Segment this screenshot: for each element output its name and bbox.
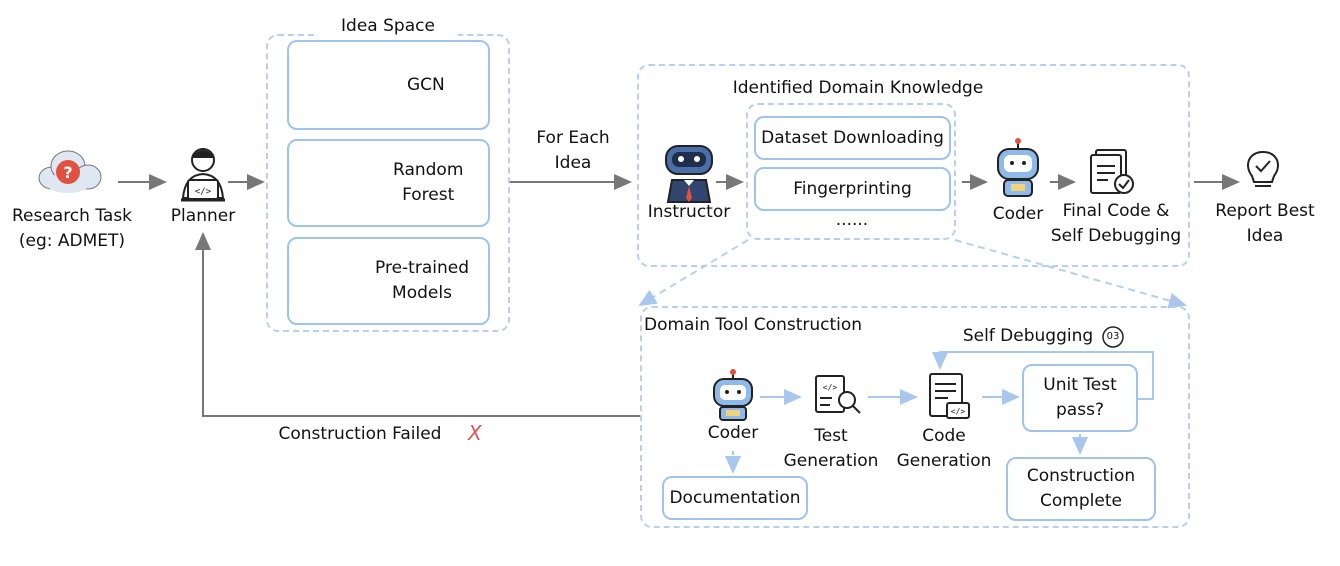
svg-text:</>: </> <box>823 383 838 392</box>
idea-gcn-label: GCN <box>407 74 445 95</box>
idea-pretrained-card[interactable]: Pre-trained Models <box>287 237 490 325</box>
domain-knowledge-container <box>637 64 1190 267</box>
loop-count-label: 03 <box>1106 331 1120 342</box>
coder-robot-icon <box>997 138 1039 197</box>
documentation-box[interactable]: Documentation <box>662 476 808 520</box>
for-each-idea-label: For Each Idea <box>536 128 610 173</box>
self-debug-loop <box>932 351 1154 400</box>
test-search-icon: </> <box>815 375 861 414</box>
dataset-downloading-label: Dataset Downloading <box>761 127 944 148</box>
documentation-label: Documentation <box>669 487 801 508</box>
construction-complete-label: Construction Complete <box>1026 466 1136 511</box>
instructor-robot-icon <box>665 145 713 203</box>
dataset-downloading-item[interactable]: Dataset Downloading <box>754 116 951 160</box>
idea-random-forest-card[interactable]: Random Forest <box>287 139 490 227</box>
code-generation-label: Code Generation <box>896 426 992 471</box>
idea-space-title: Idea Space <box>318 14 458 39</box>
knowledge-items-container <box>746 103 956 240</box>
lightbulb-icon <box>1247 150 1279 187</box>
document-check-icon <box>1090 149 1134 194</box>
idea-gcn-card[interactable]: GCN <box>287 40 490 130</box>
loop-count-icon <box>1102 326 1124 348</box>
svg-text:?: ? <box>63 163 72 182</box>
coder-label: Coder <box>992 204 1044 224</box>
svg-text:</>: </> <box>951 407 966 416</box>
question-cloud-icon: ? <box>38 150 102 193</box>
unit-test-check[interactable]: Unit Test pass? <box>1022 364 1138 432</box>
expand-line-right <box>954 239 1187 309</box>
test-generation-label: Test Generation <box>783 426 879 471</box>
llm-badge-label: LLMs <box>330 282 348 290</box>
tool-coder-label: Coder <box>707 423 759 443</box>
coder-robot-icon-small <box>713 369 753 421</box>
instructor-label: Instructor <box>647 202 731 222</box>
tool-construction-title: Domain Tool Construction <box>644 315 863 335</box>
research-task-label: Research Task (eg: ADMET) <box>11 206 133 251</box>
domain-knowledge-title: Identified Domain Knowledge <box>732 78 984 98</box>
construction-failed-label: Construction Failed <box>278 424 442 444</box>
tool-construction-container <box>640 306 1190 528</box>
idea-random-forest-label: Random Forest <box>393 160 464 205</box>
report-best-idea-label: Report Best Idea <box>1215 201 1315 246</box>
planner-icon: </> <box>181 148 225 202</box>
fingerprinting-label: Fingerprinting <box>793 178 912 199</box>
final-code-label: Final Code & Self Debugging <box>1050 201 1182 246</box>
more-items-ellipsis: ...... <box>835 210 869 230</box>
fingerprinting-item[interactable]: Fingerprinting <box>754 167 951 211</box>
arrow-failed-to-planner <box>195 232 640 417</box>
failed-cross-icon: X <box>468 421 482 445</box>
code-document-icon: </> <box>929 373 970 419</box>
unit-test-label: Unit Test pass? <box>1043 375 1117 420</box>
svg-text:</>: </> <box>195 187 212 197</box>
construction-complete-box[interactable]: Construction Complete <box>1006 457 1156 521</box>
expand-line-left <box>638 239 749 307</box>
idea-pretrained-label: Pre-trained Models <box>375 258 469 303</box>
planner-label: Planner <box>170 206 236 226</box>
self-debugging-label: Self Debugging <box>962 326 1094 346</box>
